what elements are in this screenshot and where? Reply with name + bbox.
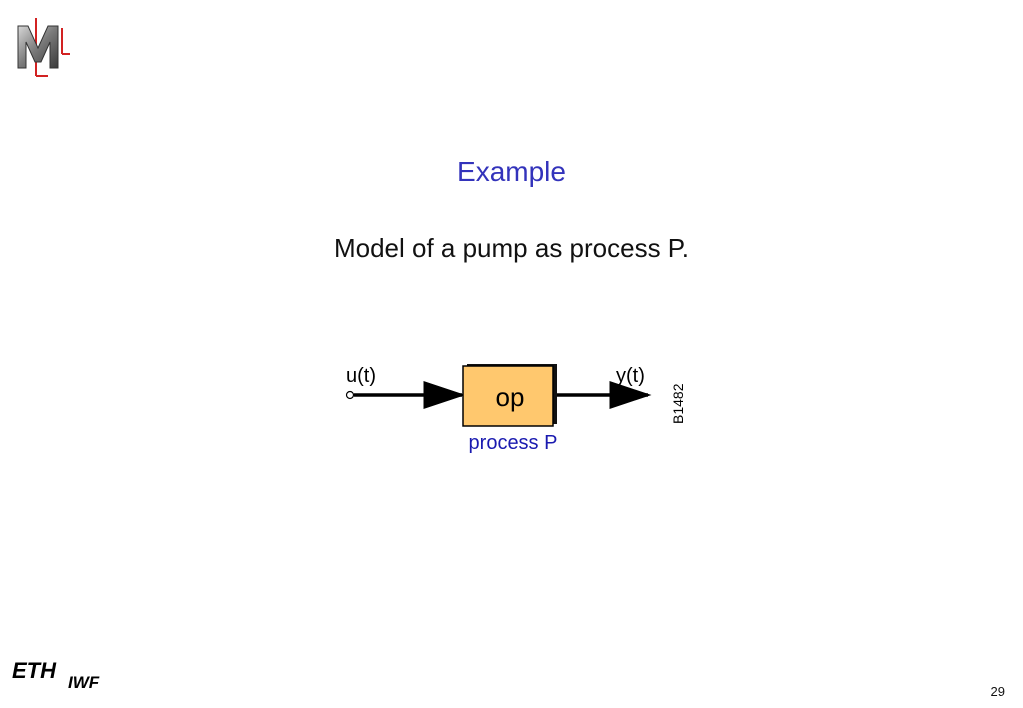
input-label: u(t) xyxy=(346,365,376,387)
process-block-diagram: u(t) op y(t) process P B1482 xyxy=(345,364,686,454)
iwf-logo-text: IWF xyxy=(68,673,100,692)
input-terminal xyxy=(345,390,355,400)
eth-iwf-logo: ETH IWF xyxy=(12,658,100,692)
slide-title: Example xyxy=(457,156,566,187)
slide-subtitle: Model of a pump as process P. xyxy=(333,233,690,263)
process-block-label: op xyxy=(496,382,525,412)
eth-logo-text: ETH xyxy=(12,658,57,683)
institute-m-logo: M xyxy=(17,18,70,77)
page-number: 29 xyxy=(990,684,1005,699)
output-label: y(t) xyxy=(616,365,645,387)
figure-id: B1482 xyxy=(670,383,686,424)
process-caption: process P xyxy=(469,432,558,454)
process-block xyxy=(462,365,554,427)
